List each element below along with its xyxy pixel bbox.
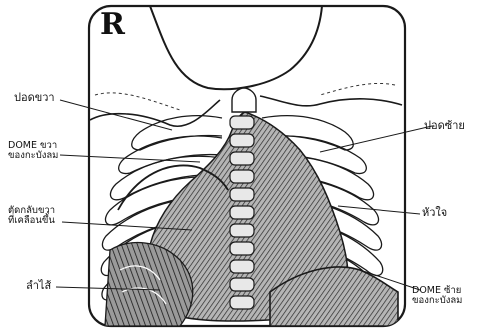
side-marker-r: R [100,10,125,40]
label-right-lung: ปอดขวา [14,92,55,104]
label-intestine: ลำไส้ [26,280,51,292]
label-right-dome: DOME ขวา ของกะบังลม [8,141,58,161]
label-left-lung: ปอดซ้าย [424,120,465,132]
spine [230,116,254,309]
label-heart: หัวใจ [422,207,447,219]
label-left-dome-line2: ของกะบังลม [412,296,462,306]
label-left-dome: DOME ซ้าย ของกะบังลม [412,286,462,306]
trachea [232,88,256,112]
label-right-heart: ตัดกลับขวา ที่เคลือนขึ้น [8,206,55,226]
label-right-heart-line2: ที่เคลือนขึ้น [8,216,55,226]
label-right-dome-line2: ของกะบังลม [8,151,58,161]
